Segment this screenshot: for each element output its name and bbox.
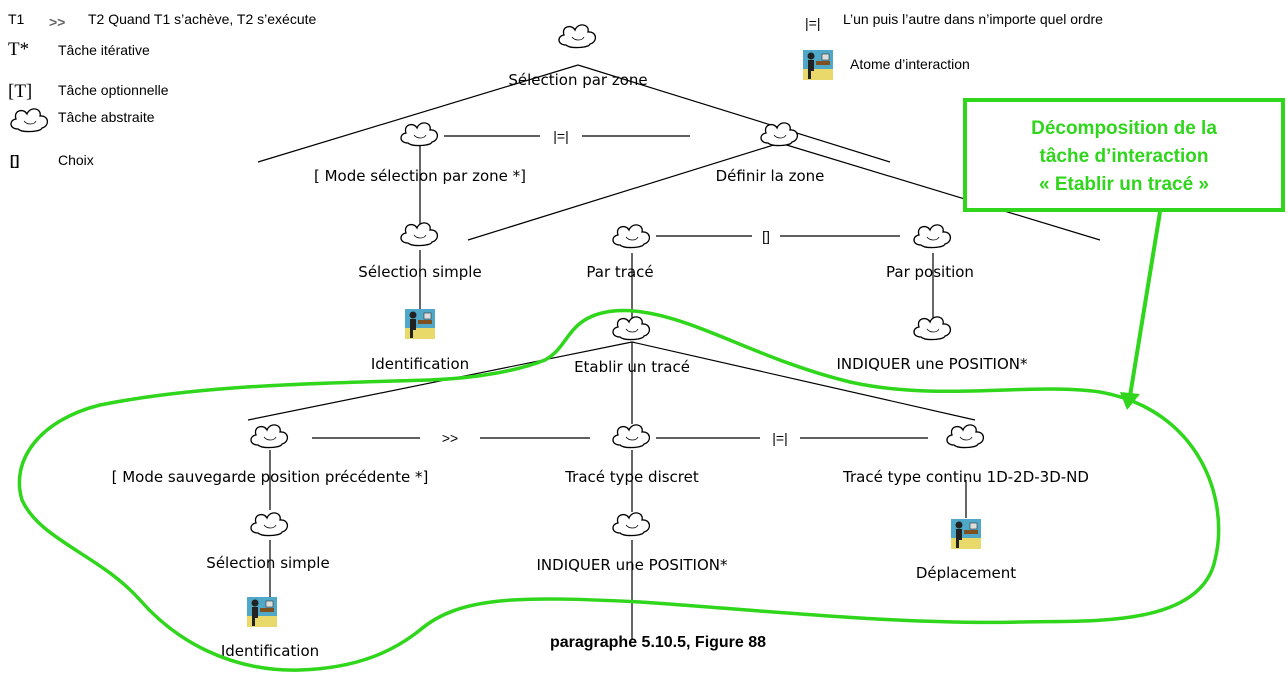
label-identification-2: Identification (221, 642, 319, 660)
legend-abstract-desc: Tâche abstraite (58, 109, 155, 125)
label-trace-discret: Tracé type discret (564, 468, 699, 486)
node-labels: Sélection par zone [ Mode sélection par … (112, 71, 1089, 660)
label-trace-continu: Tracé type continu 1D-2D-3D-ND (842, 468, 1089, 486)
callout-box (963, 98, 1285, 212)
label-indiquer-position-1: INDIQUER une POSITION* (837, 355, 1028, 373)
label-par-trace: Par tracé (586, 263, 653, 281)
legend: T1 >> T2 Quand T1 s’achève, T2 s’exécute… (8, 11, 316, 168)
figure-caption: paragraphe 5.10.5, Figure 88 (550, 634, 766, 651)
label-mode-sauvegarde: [ Mode sauvegarde position précédente *] (112, 468, 429, 486)
legend-atom-icon (802, 49, 834, 81)
cloud-icon-etablir-trace (612, 316, 651, 341)
atom-icon-deplacement (950, 518, 982, 550)
label-par-position: Par position (886, 263, 974, 281)
label-selection-simple-2: Sélection simple (206, 554, 329, 572)
callout-arrowhead (1120, 392, 1140, 410)
label-definir-zone: Définir la zone (716, 167, 825, 185)
atom-icon-identification-2 (246, 596, 278, 628)
callout-line-3: « Etablir un tracé » (1039, 174, 1209, 195)
label-indiquer-position-2: INDIQUER une POSITION* (537, 556, 728, 574)
cloud-icon-trace-discret (612, 424, 651, 449)
label-identification-1: Identification (371, 355, 469, 373)
cloud-icon-indiquer-position-2 (612, 512, 651, 537)
operator-order-1: |=| (553, 128, 568, 144)
task-icons (246, 24, 985, 628)
operator-order-2: |=| (772, 430, 787, 446)
legend-seq-symbol: >> (49, 14, 65, 30)
label-deplacement: Déplacement (916, 564, 1016, 582)
legend-iter-desc: Tâche itérative (58, 42, 150, 58)
legend-iter-symbol: T* (8, 39, 29, 60)
callout-arrow-shaft (1128, 211, 1162, 397)
legend-seq-desc: T2 Quand T1 s’achève, T2 s’exécute (88, 11, 316, 27)
legend-opt-symbol: [T] (8, 81, 32, 102)
cloud-icon-mode-sauvegarde (250, 424, 289, 449)
cloud-icon-mode-selection (400, 122, 439, 147)
label-selection-simple-1: Sélection simple (358, 263, 481, 281)
operator-connectors (312, 135, 928, 439)
legend-opt-desc: Tâche optionnelle (58, 82, 169, 98)
callout-line-1: Décomposition de la (1031, 118, 1217, 139)
callout: Décomposition de la tâche d’interaction … (963, 98, 1285, 410)
cloud-icon-par-trace (612, 224, 651, 249)
atom-icon-identification-1 (404, 308, 436, 340)
legend-choice-desc: Choix (58, 152, 94, 168)
cloud-icon-selection-simple-1 (400, 222, 439, 247)
operators: |=| [] >> |=| (442, 128, 788, 446)
label-mode-selection: [ Mode sélection par zone *] (314, 167, 526, 185)
cloud-icon-definir-zone (760, 122, 799, 147)
cloud-icon-selection-simple-2 (250, 512, 289, 537)
cloud-icon-par-position (913, 224, 952, 249)
operator-choice: [] (762, 228, 770, 244)
label-etablir-trace: Etablir un tracé (574, 358, 690, 376)
legend-order-desc: L’un puis l’autre dans n’importe quel or… (843, 11, 1103, 27)
legend-right: |=| L’un puis l’autre dans n’importe que… (802, 11, 1103, 81)
legend-choice-symbol: [] (10, 152, 19, 168)
cloud-icon-trace-continu (946, 424, 985, 449)
legend-t1: T1 (8, 11, 25, 27)
callout-line-2: tâche d’interaction (1040, 146, 1209, 167)
legend-cloud-icon (10, 108, 49, 133)
highlight-outline (17, 308, 1221, 672)
label-root: Sélection par zone (508, 71, 647, 89)
legend-atom-desc: Atome d’interaction (850, 56, 970, 72)
legend-order-symbol: |=| (805, 15, 820, 31)
operator-sequence: >> (442, 430, 458, 446)
cloud-icon-indiquer-position-1 (913, 316, 952, 341)
cloud-icon-root (558, 24, 597, 49)
